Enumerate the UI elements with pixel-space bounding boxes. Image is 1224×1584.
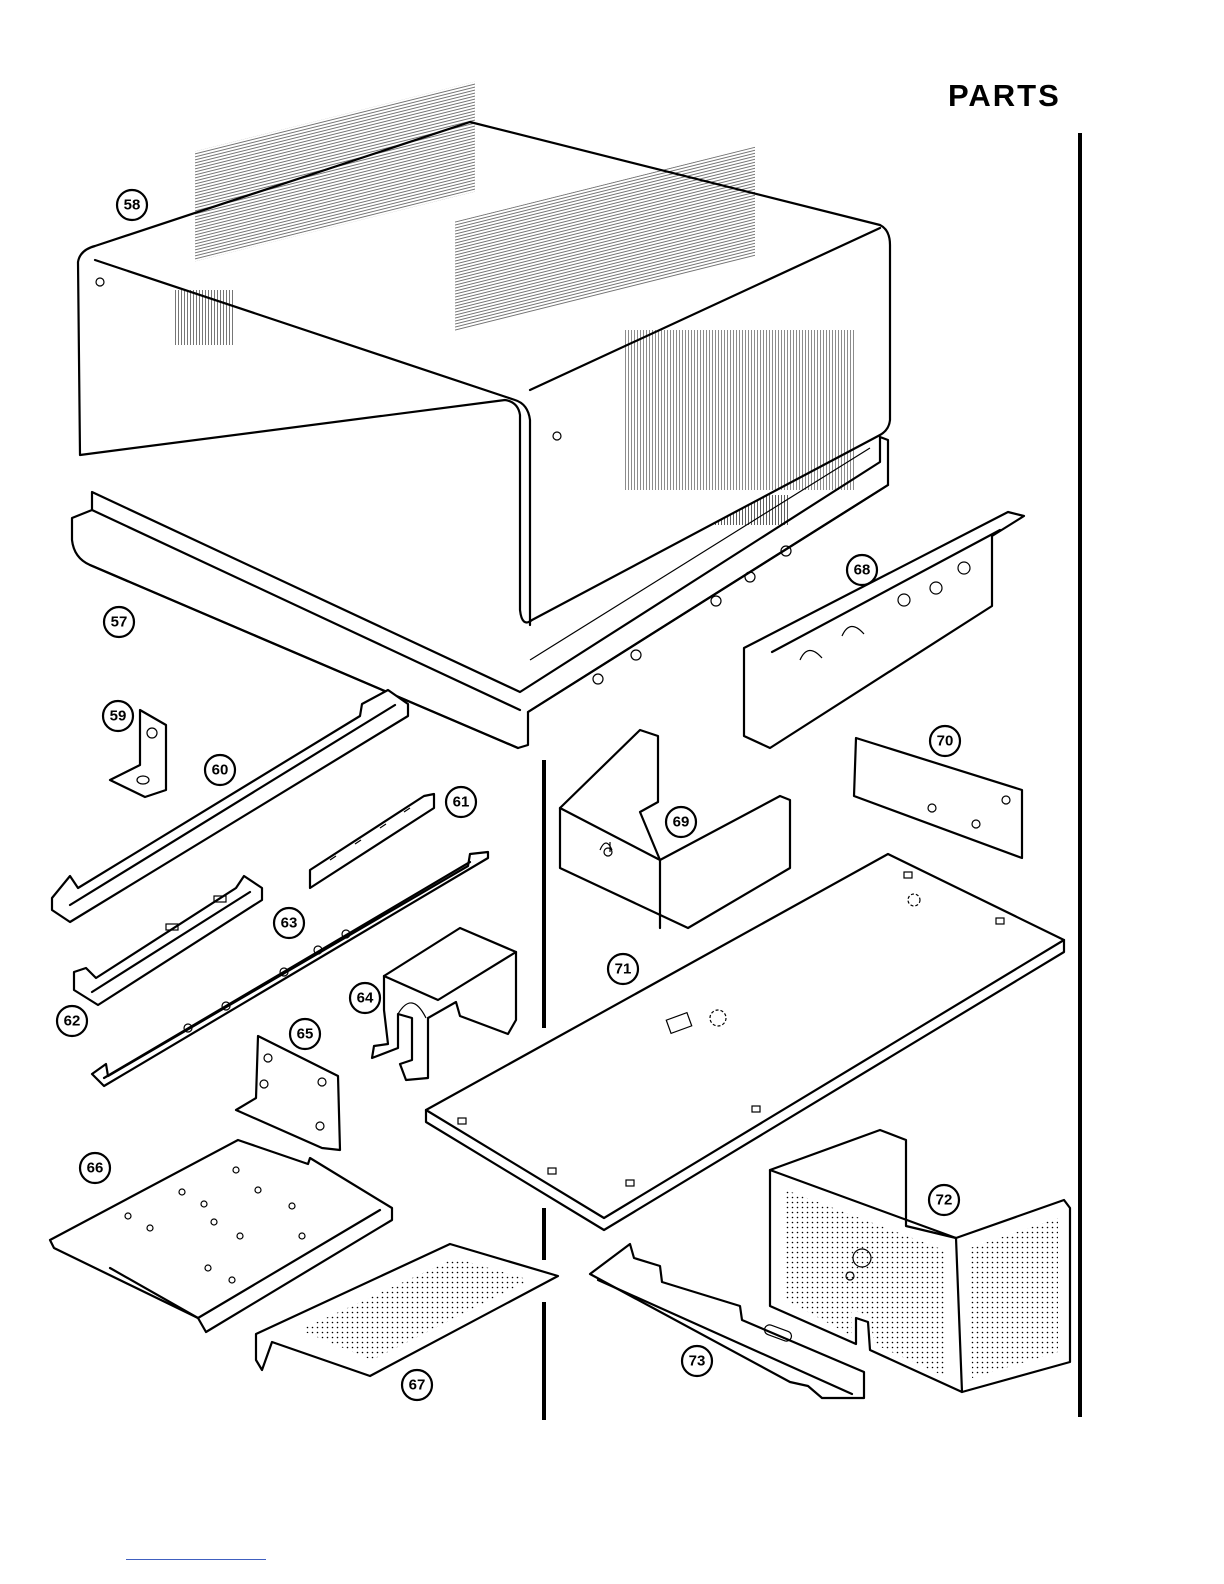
svg-text:58: 58 [124,197,141,214]
svg-text:73: 73 [689,1353,706,1370]
callout-57: 57 [104,607,134,637]
center-vertical-rule-upper [542,760,546,1028]
svg-text:68: 68 [854,562,871,579]
callout-70: 70 [930,726,960,756]
callout-72: 72 [929,1185,959,1215]
callout-60: 60 [205,755,235,785]
part-64-u-bracket [372,928,516,1080]
callout-59: 59 [103,701,133,731]
center-vertical-rule-lower [542,1302,546,1420]
part-65-mounting-plate [236,1036,340,1150]
callout-61: 61 [446,787,476,817]
svg-text:62: 62 [64,1013,81,1030]
svg-text:70: 70 [937,733,954,750]
svg-text:67: 67 [409,1377,426,1394]
callout-66: 66 [80,1153,110,1183]
svg-text:59: 59 [110,708,127,725]
callout-69: 69 [666,807,696,837]
callout-62: 62 [57,1006,87,1036]
svg-text:66: 66 [87,1160,104,1177]
callout-63: 63 [274,908,304,938]
callout-73: 73 [682,1346,712,1376]
callout-67: 67 [402,1370,432,1400]
svg-text:57: 57 [111,614,128,631]
part-70-flat-plate [854,738,1022,858]
svg-text:69: 69 [673,814,690,831]
svg-text:60: 60 [212,762,229,779]
svg-text:64: 64 [357,990,374,1007]
part-61-slotted-rail [310,794,434,888]
svg-text:72: 72 [936,1192,953,1209]
svg-text:71: 71 [615,961,632,978]
svg-text:61: 61 [453,794,470,811]
callout-68: 68 [847,555,877,585]
svg-text:63: 63 [281,915,298,932]
right-vertical-rule [1078,133,1082,1417]
callout-65: 65 [290,1019,320,1049]
svg-text:65: 65 [297,1026,314,1043]
bottom-rule [126,1559,266,1560]
callout-64: 64 [350,983,380,1013]
callout-58: 58 [117,190,147,220]
center-vertical-rule-middle [542,1208,546,1260]
part-71-base-plate [426,854,1064,1230]
callout-71: 71 [608,954,638,984]
